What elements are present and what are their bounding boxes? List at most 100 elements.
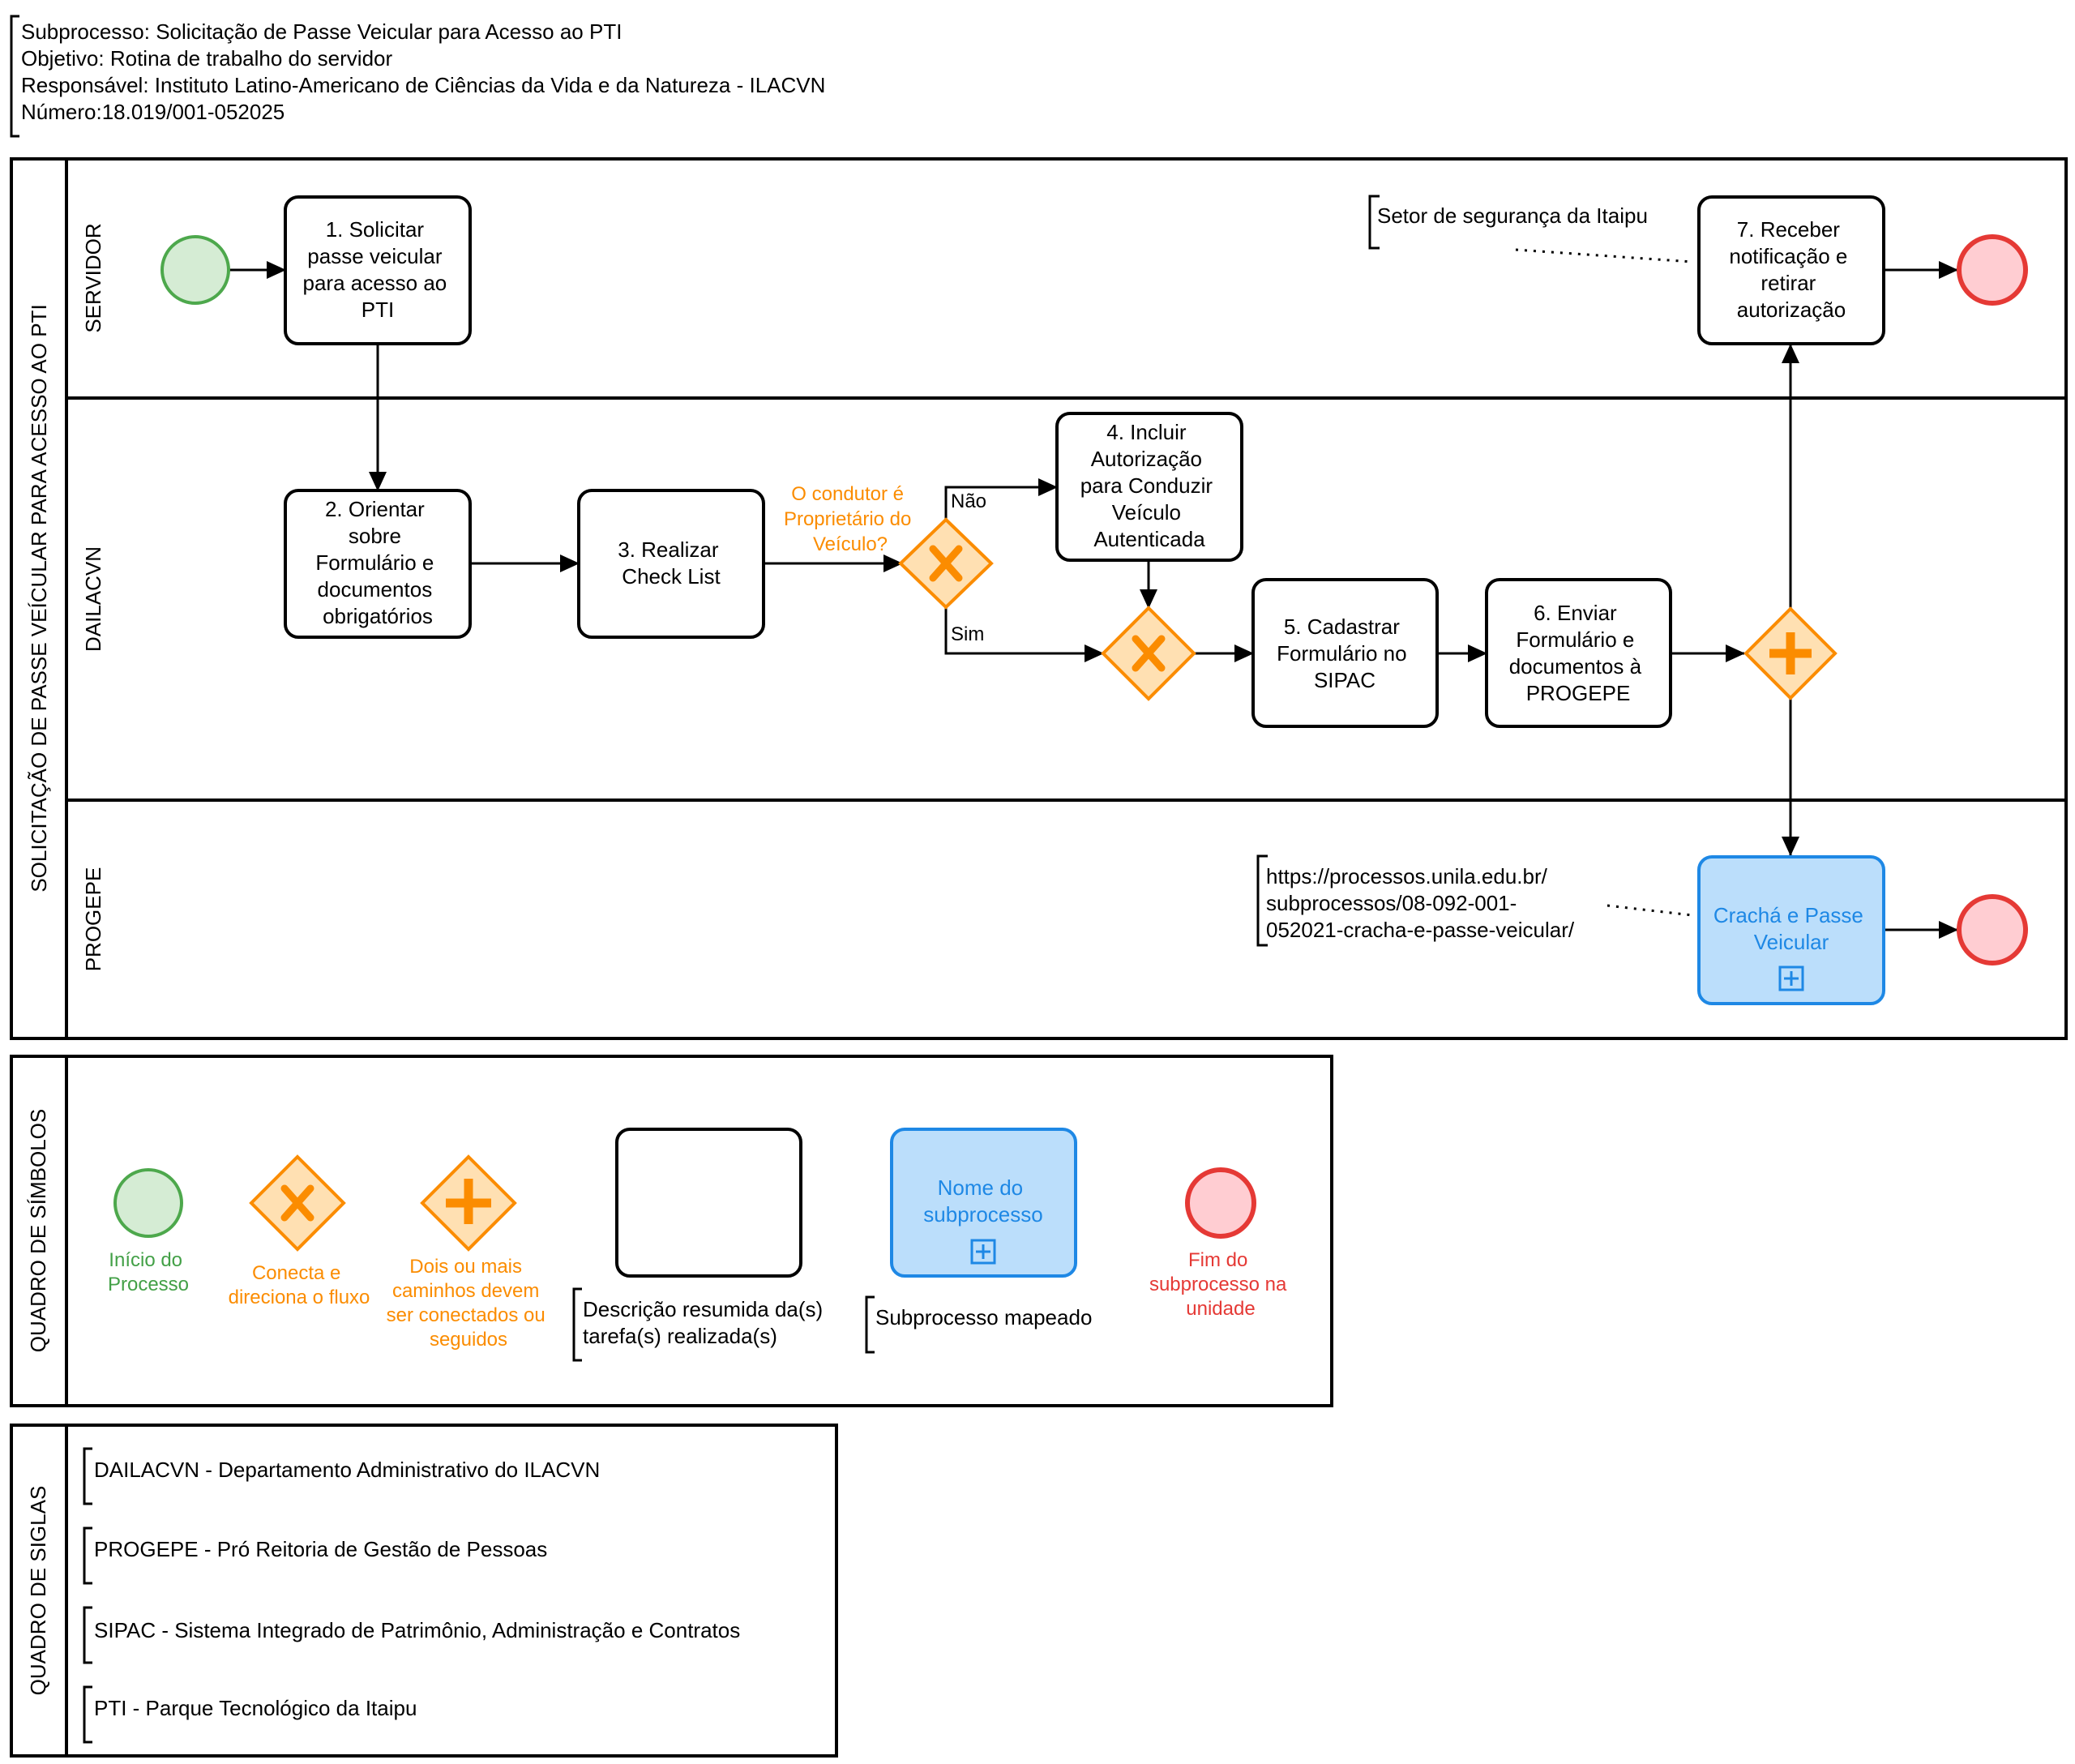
task-2-line: obrigatórios [323,604,433,628]
lane-label-dailacvn: DAILACVN [81,546,105,652]
expand-plus-icon[interactable] [1778,965,1804,991]
pool-title: SOLICITAÇÃO DE PASSE VEÍCULAR PARA ACESS… [27,304,51,892]
task-4-line: Autenticada [1093,527,1205,551]
svg-text:2. Orientar sobre: 2. Orientar sobre Formulário e documento… [315,497,439,628]
task-7-line: retirar [1761,271,1816,295]
header-responsavel: Responsável: Instituto Latino-Americano … [21,73,825,97]
end-event-progepe[interactable] [1957,894,2028,965]
task-2-line: documentos [318,577,433,602]
associations [1515,248,1693,917]
svg-text:1. Solicitar passe veicu: 1. Solicitar passe veicular para acesso … [302,217,452,322]
association-url [1607,904,1693,917]
gateway-question: O condutor é Proprietário do Veículo? [784,483,917,555]
svg-text:Nome do subprocesso: Nome do subprocesso [923,1175,1042,1227]
task-1-line: passe veicular [307,244,443,268]
legend-xor-gateway-icon [249,1154,346,1252]
legend-end-label: Fim do [1188,1249,1247,1271]
label-sim: Sim [951,623,984,645]
header-subprocesso: Subprocesso: Solicitação de Passe Veicul… [21,19,622,44]
subprocess-cracha[interactable]: Crachá e Passe Veicular [1697,855,1885,1005]
header: Subprocesso: Solicitação de Passe Veicul… [10,15,825,138]
lane-label-progepe: PROGEPE [81,867,105,972]
task-5[interactable]: 5. Cadastrar Formulário no SIPAC [1251,578,1439,728]
legend-start-label: Processo [108,1274,189,1295]
task-7-line: 7. Receber [1737,217,1841,242]
legend-subprocess-label: Subprocesso mapeado [875,1305,1092,1329]
legend-start-label: Início do [109,1249,182,1271]
end-event-servidor[interactable] [1957,234,2028,306]
legend-parallel-gateway-icon [420,1154,517,1252]
task-3[interactable]: 3. Realizar Check List [577,489,765,639]
header-numero: Número:18.019/001-052025 [21,100,285,124]
legend-parallel-label: caminhos devem [392,1280,539,1302]
task-6-line: documentos à [1509,654,1642,679]
acronym-item: DAILACVN - Departamento Administrativo d… [94,1458,600,1482]
svg-text:Fim do subprocesso na: Fim do subprocesso na unidade [1149,1249,1292,1320]
svg-text:Descrição resumida da(s): Descrição resumida da(s) tarefa(s) reali… [583,1297,828,1348]
legend-task-icon [615,1128,802,1278]
task-5-line: SIPAC [1314,668,1375,692]
task-1[interactable]: 1. Solicitar passe veicular para acesso … [284,195,472,345]
subprocess-line: Veicular [1754,930,1829,954]
legend-task-label: Descrição resumida da(s) [583,1297,823,1321]
flow-gw1-nao-to-t4 [944,478,1058,520]
header-objetivo: Objetivo: Rotina de trabalho do servidor [21,46,392,71]
task-2[interactable]: 2. Orientar sobre Formulário e documento… [284,489,472,639]
gateway-xor-1[interactable] [898,517,994,610]
task-6-line: PROGEPE [1526,681,1631,705]
legend-end-event-icon [1185,1167,1256,1239]
svg-text:Início do Processo: Início do Processo [108,1249,189,1295]
task-6-line: Formulário e [1516,627,1634,652]
task-3-line: 3. Realizar [618,537,719,562]
legend-symbols: QUADRO DE SÍMBOLOS Início do Processo Co… [10,1055,1333,1407]
svg-text:3. Realizar Check List: 3. Realizar Check List [618,537,725,589]
legend-parallel-label: ser conectados ou [387,1304,545,1326]
task-7[interactable]: 7. Receber notificação e retirar autoriz… [1697,195,1885,345]
task-1-line: 1. Solicitar [326,217,425,242]
gateway-parallel[interactable] [1743,606,1838,700]
gateway-question-line: O condutor é [791,483,904,505]
legend-acronyms: QUADRO DE SIGLAS DAILACVN - Departamento… [10,1424,838,1758]
task-5-line: Formulário no [1277,641,1406,666]
task-1-line: PTI [362,298,394,322]
flow-gw1-sim-to-gw2 [944,607,1104,662]
task-4[interactable]: 4. Incluir Autorização para Conduzir Veí… [1055,412,1243,562]
svg-text:Conecta e direciona o fl: Conecta e direciona o fluxo [229,1262,370,1308]
task-5-line: 5. Cadastrar [1284,614,1400,639]
annotation-url: https://processos.unila.edu.br/ subproce… [1256,854,1575,947]
legend-subprocess-name: Nome do [938,1175,1024,1200]
gateway-question-line: Proprietário do [784,508,911,530]
task-2-line: 2. Orientar [325,497,425,521]
svg-text:5. Cadastrar Formulário: 5. Cadastrar Formulário no SIPAC [1277,614,1413,692]
lane-label-servidor: SERVIDOR [81,223,105,332]
task-4-line: 4. Incluir [1106,420,1187,444]
annotation-url-line: 052021-cracha-e-passe-veicular/ [1266,918,1575,942]
gateway-xor-2[interactable] [1101,606,1196,701]
task-2-line: Formulário e [315,550,434,575]
start-event[interactable] [160,235,230,305]
sequence-flows [229,261,1958,939]
legend-parallel-label: seguidos [430,1329,507,1351]
subprocess-line: Crachá e Passe [1713,903,1863,927]
gateway-question-line: Veículo? [813,533,888,555]
svg-text:4. Incluir Autorização: 4. Incluir Autorização para Conduzir Veí… [1080,420,1219,551]
svg-text:7. Receber notificação e: 7. Receber notificação e retirar autoriz… [1729,217,1853,322]
task-7-line: autorização [1737,298,1846,322]
legend-parallel-label: Dois ou mais [409,1256,522,1278]
task-2-line: sobre [349,524,401,548]
annotation-url-line: https://processos.unila.edu.br/ [1266,864,1548,888]
annotation-security: Setor de segurança da Itaipu [1368,195,1648,250]
legend-acronyms-title: QUADRO DE SIGLAS [26,1486,50,1696]
annotation-url-text: https://processos.unila.edu.br/ subproce… [1266,864,1575,942]
task-6-line: 6. Enviar [1534,601,1617,625]
legend-symbols-title: QUADRO DE SÍMBOLOS [26,1109,50,1353]
legend-subprocess-icon: Nome do subprocesso [890,1128,1077,1278]
acronym-item: PTI - Parque Tecnológico da Itaipu [94,1696,417,1720]
task-4-line: Veículo [1112,500,1181,524]
task-1-line: para acesso ao [302,271,447,295]
legend-xor-label: direciona o fluxo [229,1287,370,1308]
annotation-url-line: subprocessos/08-092-001- [1266,891,1517,915]
task-4-line: Autorização [1091,447,1202,471]
task-6[interactable]: 6. Enviar Formulário e documentos à PROG… [1485,578,1672,728]
svg-text:Crachá e Passe Veicular: Crachá e Passe Veicular [1713,903,1869,954]
